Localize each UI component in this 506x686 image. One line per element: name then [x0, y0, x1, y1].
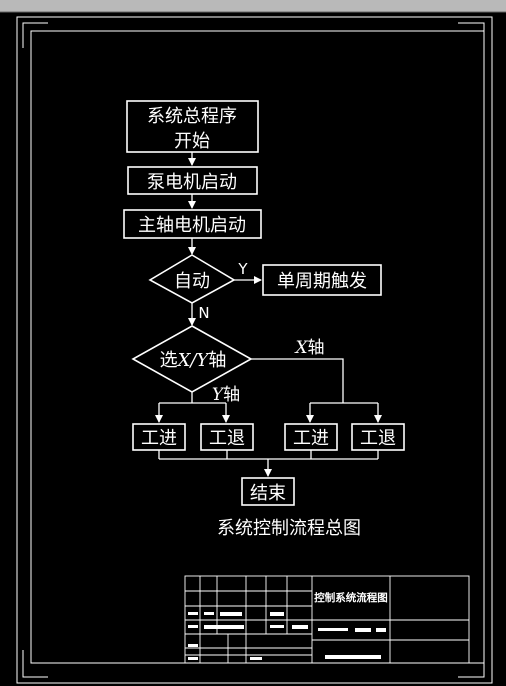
y-axis-label: Y轴 [212, 385, 240, 405]
yes-label: Y [237, 260, 248, 278]
axis-select-label: 选X/Y轴 [160, 350, 227, 371]
start-box-line2: 开始 [174, 131, 210, 152]
work-advance-label-2: 工进 [293, 428, 329, 449]
work-retreat-box-1 [200, 423, 254, 451]
pump-start-label: 泵电机启动 [147, 172, 237, 193]
start-box-line1: 系统总程序 [147, 106, 237, 127]
work-retreat-label-2: 工退 [360, 428, 396, 449]
end-label: 结束 [250, 483, 286, 504]
spindle-start-box [123, 209, 262, 239]
auto-decision-label: 自动 [174, 271, 210, 292]
corner-marks [22, 22, 485, 678]
pump-start-box [127, 166, 258, 195]
diagram-caption: 系统控制流程总图 [217, 518, 361, 539]
work-retreat-box-2 [351, 423, 405, 451]
x-axis-branch-line [251, 358, 344, 403]
start-box [126, 100, 259, 153]
work-advance-label-1: 工进 [141, 428, 177, 449]
work-retreat-label-1: 工退 [209, 428, 245, 449]
outer-frame [16, 16, 493, 684]
title-block-drawing-title: 控制系统流程图 [314, 591, 388, 604]
merge-lines [158, 450, 379, 460]
end-box [241, 477, 295, 506]
no-label: N [198, 304, 209, 322]
work-advance-box-2 [284, 423, 338, 451]
single-cycle-box [262, 264, 382, 296]
top-strip [0, 0, 506, 12]
title-block [184, 575, 470, 664]
spindle-start-label: 主轴电机启动 [138, 215, 246, 236]
single-cycle-label: 单周期触发 [277, 271, 367, 292]
x-axis-label: X轴 [293, 338, 324, 358]
